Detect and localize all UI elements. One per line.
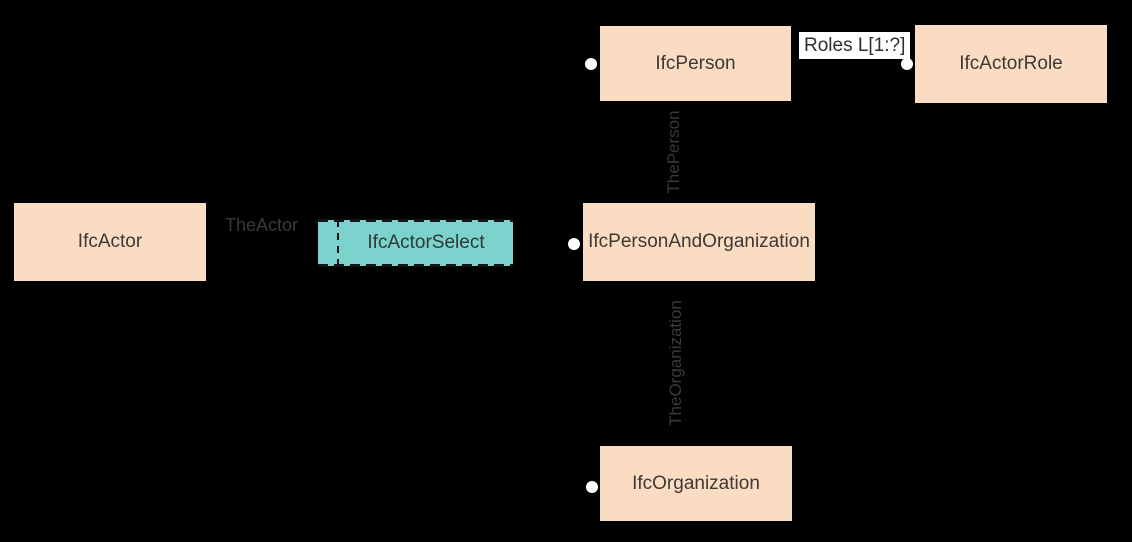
edge-select-to-personandorganization <box>513 242 568 244</box>
entity-ifcactorselect: IfcActorSelect <box>318 219 513 267</box>
edge-theactor <box>208 241 318 243</box>
connector-dot-ifcperson <box>585 58 597 70</box>
entity-ifcperson-label: IfcPerson <box>655 52 736 74</box>
entity-ifcactor-label: IfcActor <box>77 231 143 252</box>
entity-ifcorganization-label: IfcOrganization <box>632 472 760 494</box>
edge-theperson <box>694 103 696 201</box>
connector-dot-ifcorganization <box>586 481 598 493</box>
entity-ifcpersonandorganization: IfcPersonAndOrganization <box>581 201 817 283</box>
entity-ifcperson: IfcPerson <box>598 24 793 103</box>
relationship-label-theorganization: TheOrganization <box>666 300 685 426</box>
relationship-label-theactor: TheActor <box>225 215 299 235</box>
connector-dot-ifcpersonandorganization <box>568 238 580 250</box>
select-divider-line <box>337 220 339 266</box>
entity-ifcactor: IfcActor <box>12 201 208 283</box>
relationship-label-theperson: ThePerson <box>664 110 683 194</box>
entity-ifcactorrole-label: IfcActorRole <box>959 53 1063 74</box>
edge-theorganization <box>694 283 696 444</box>
select-dashed-border-top <box>318 219 513 222</box>
entity-ifcorganization: IfcOrganization <box>598 444 794 523</box>
entity-ifcactorrole: IfcActorRole <box>913 23 1109 105</box>
connector-dot-ifcactorrole <box>901 58 913 70</box>
select-dashed-border-bottom <box>318 264 513 267</box>
entity-ifcactorselect-label: IfcActorSelect <box>367 232 485 253</box>
entity-ifcpersonandorganization-label: IfcPersonAndOrganization <box>588 231 810 252</box>
edge-roles <box>793 62 901 64</box>
relationship-label-roles: Roles L[1:?] <box>799 32 911 59</box>
